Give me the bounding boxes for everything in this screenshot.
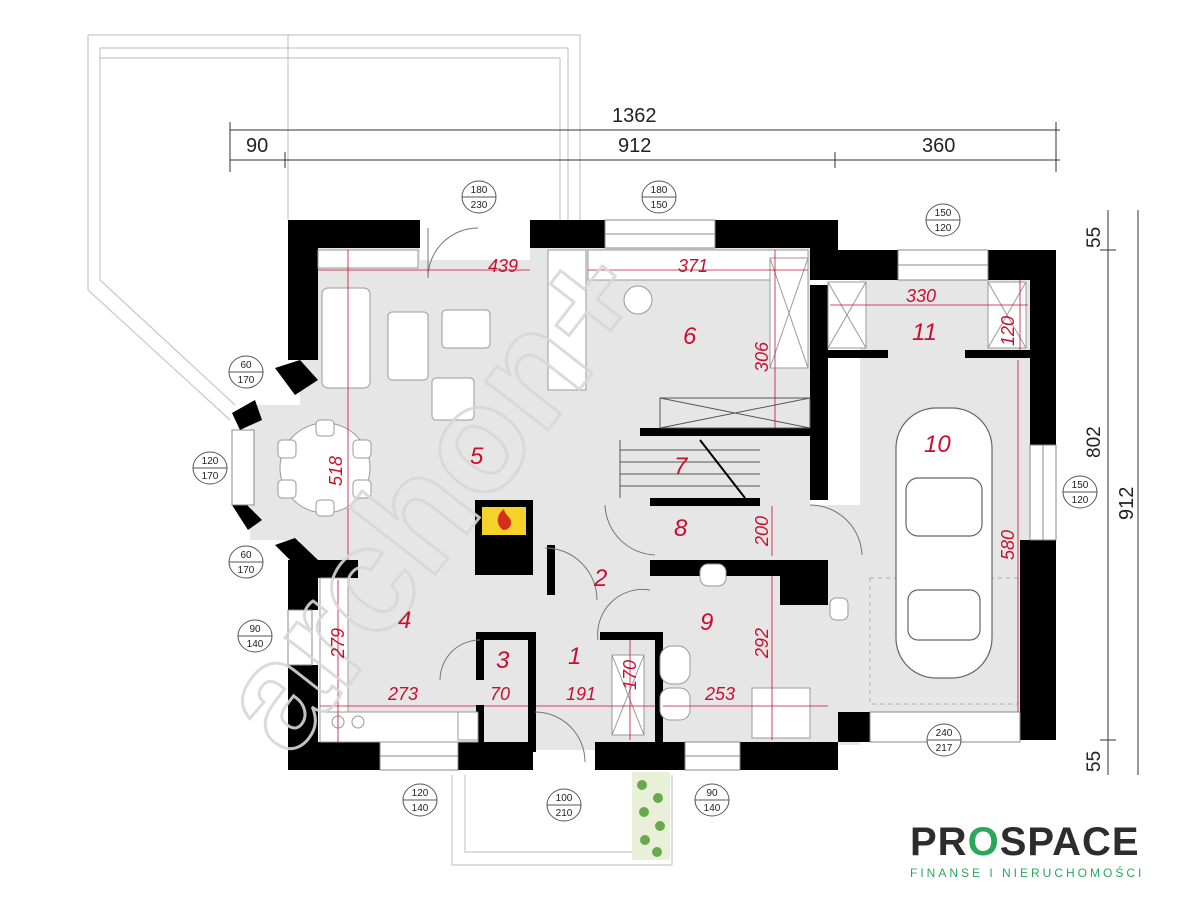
dim-height-top: 55	[1084, 227, 1105, 248]
dimension-lines	[229, 122, 1139, 775]
room-number-4: 4	[398, 607, 411, 634]
dim-segment-middle: 912	[618, 135, 651, 157]
svg-text:120: 120	[202, 456, 219, 467]
svg-text:120: 120	[1072, 495, 1089, 506]
inner-dim-200: 200	[752, 516, 772, 547]
dim-height-middle: 802	[1084, 426, 1105, 458]
svg-text:120: 120	[412, 788, 429, 799]
room-number-5: 5	[470, 443, 484, 470]
room-number-2: 2	[593, 565, 607, 592]
svg-text:140: 140	[704, 803, 721, 814]
dim-segment-left: 90	[246, 135, 268, 157]
house-icon: O	[967, 820, 1000, 864]
room-number-8: 8	[674, 515, 688, 542]
opening-marker: 60 170	[228, 355, 264, 389]
svg-text:210: 210	[556, 808, 573, 819]
brand-tagline: FINANSE I NIERUCHOMOŚCI	[910, 866, 1145, 880]
dim-overall-height: 912	[1116, 487, 1138, 520]
inner-dim-120: 120	[998, 316, 1018, 346]
svg-text:170: 170	[238, 375, 255, 386]
room-number-11: 11	[912, 319, 937, 346]
room-number-10: 10	[924, 431, 951, 458]
room-number-9: 9	[700, 609, 713, 636]
inner-dim-273: 273	[387, 684, 418, 704]
inner-dim-306: 306	[752, 341, 772, 372]
inner-dim-279: 279	[328, 628, 348, 659]
inner-dim-371: 371	[678, 256, 708, 276]
opening-marker: 100 210	[546, 788, 582, 822]
windows	[231, 219, 1057, 771]
inner-dim-70: 70	[490, 684, 510, 704]
room-number-1: 1	[568, 643, 581, 670]
svg-text:180: 180	[651, 185, 668, 196]
dim-segment-right: 360	[922, 135, 955, 157]
svg-text:150: 150	[1072, 480, 1089, 491]
svg-text:90: 90	[249, 624, 261, 635]
opening-marker: 90 140	[237, 619, 273, 653]
svg-text:140: 140	[247, 639, 264, 650]
svg-text:120: 120	[935, 223, 952, 234]
inner-dim-518: 518	[326, 456, 346, 486]
interior-dimension-guides	[318, 250, 1028, 742]
inner-dim-580: 580	[998, 530, 1018, 560]
car-icon	[895, 407, 993, 679]
svg-text:150: 150	[935, 208, 952, 219]
svg-text:100: 100	[556, 793, 573, 804]
svg-text:230: 230	[471, 200, 488, 211]
inner-dim-439: 439	[488, 256, 518, 276]
opening-marker: 60 170	[228, 545, 264, 579]
svg-text:150: 150	[651, 200, 668, 211]
opening-marker: 180 230	[461, 180, 497, 214]
opening-marker: 120 170	[192, 451, 228, 485]
doors	[427, 227, 863, 763]
fireplace-icon	[475, 500, 533, 575]
opening-marker: 150 120	[925, 203, 961, 237]
svg-text:60: 60	[240, 550, 252, 561]
inner-dim-253: 253	[704, 684, 735, 704]
svg-text:90: 90	[706, 788, 718, 799]
inner-dim-330: 330	[906, 286, 936, 306]
brand-logo: PROSPACE FINANSE I NIERUCHOMOŚCI	[910, 820, 1170, 880]
inner-dim-191: 191	[566, 684, 596, 704]
svg-text:170: 170	[238, 565, 255, 576]
svg-text:217: 217	[936, 743, 953, 754]
svg-text:240: 240	[936, 728, 953, 739]
inner-dim-170: 170	[620, 660, 640, 690]
dim-height-bottom: 55	[1084, 751, 1105, 772]
brand-name: PROSPACE	[910, 820, 1140, 864]
svg-text:140: 140	[412, 803, 429, 814]
inner-dim-292: 292	[752, 628, 772, 659]
room-number-7: 7	[674, 453, 689, 480]
room-number-3: 3	[496, 647, 510, 674]
svg-text:60: 60	[240, 360, 252, 371]
room-number-6: 6	[683, 323, 697, 350]
plant-strip	[632, 772, 670, 860]
svg-text:180: 180	[471, 185, 488, 196]
dim-overall-width: 1362	[612, 105, 657, 127]
opening-marker: 120 140	[402, 783, 438, 817]
opening-marker: 150 120	[1062, 475, 1098, 509]
terrace-outline	[87, 34, 673, 866]
staircase	[619, 397, 811, 499]
opening-marker: 180 150	[641, 180, 677, 214]
opening-marker: 240 217	[926, 723, 962, 757]
svg-text:170: 170	[202, 471, 219, 482]
opening-marker: 90 140	[694, 783, 730, 817]
